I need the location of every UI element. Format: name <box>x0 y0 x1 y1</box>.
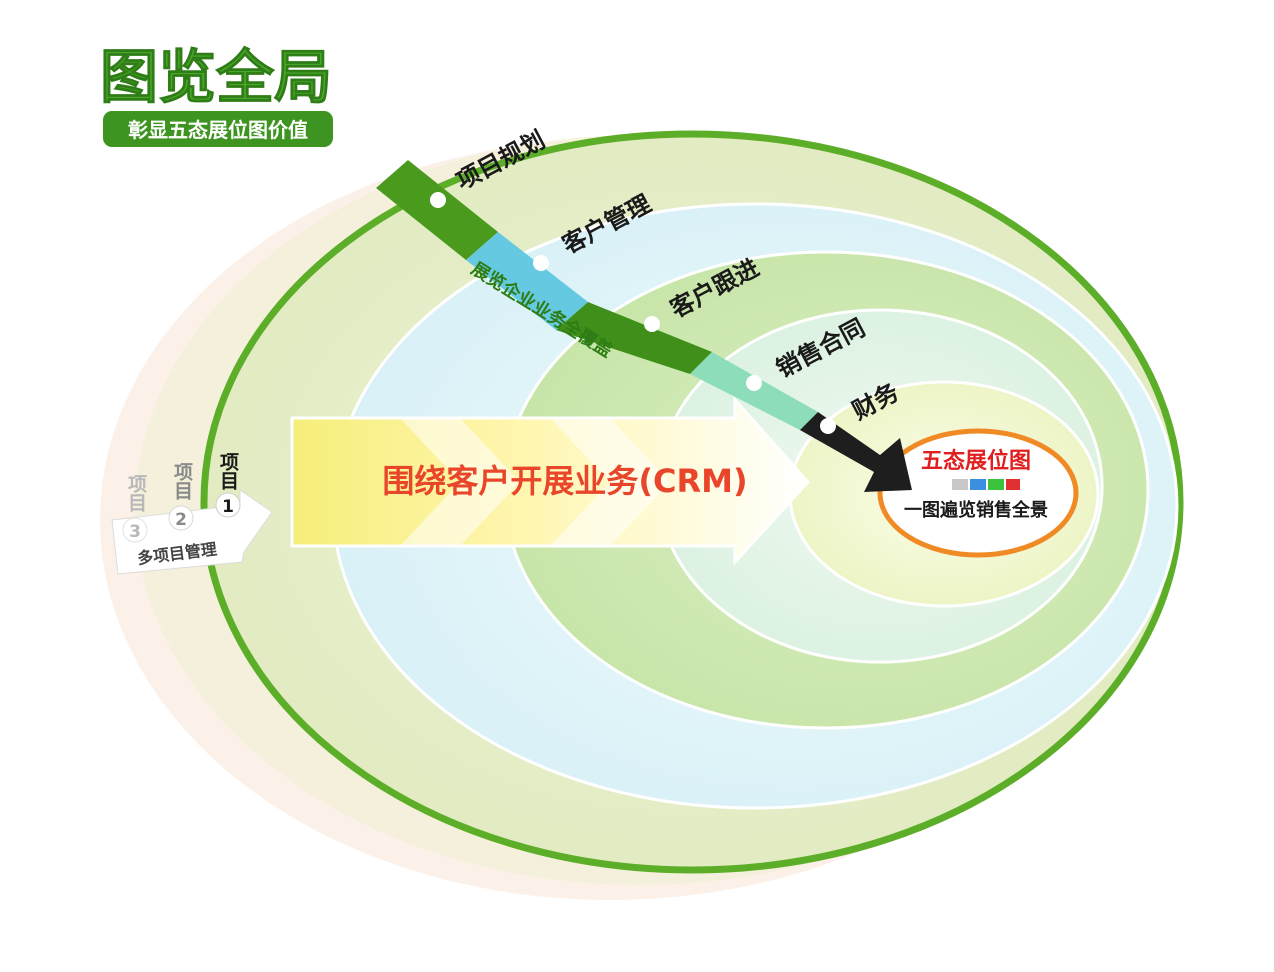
project-1-number: 1 <box>222 497 234 517</box>
project-3-label: 项目 <box>125 474 147 512</box>
project-1-label: 项目 <box>217 452 239 490</box>
page-title: 图览全局 <box>100 43 332 111</box>
project-2: 项目 2 <box>168 462 194 531</box>
booth-map-core: 五态展位图 一图遍览销售全景 <box>904 448 1048 521</box>
band-segment-planning <box>376 160 498 260</box>
stage-band <box>376 160 912 492</box>
status-swatch-green <box>988 479 1004 490</box>
status-swatch-red <box>1006 479 1020 490</box>
status-swatches <box>952 479 1020 490</box>
project-3: 项目 3 <box>122 474 148 543</box>
stage-dot-customer <box>533 255 549 271</box>
page-subtitle: 彰显五态展位图价值 <box>128 118 308 142</box>
status-swatch-grey <box>952 479 968 490</box>
stage-dot-contract <box>746 375 762 391</box>
crm-chevron-2 <box>550 418 670 546</box>
status-swatch-blue <box>970 479 986 490</box>
project-2-number: 2 <box>175 510 187 530</box>
header: 图览全局 彰显五态展位图价值 <box>100 43 333 147</box>
booth-map-subtitle: 一图遍览销售全景 <box>904 499 1048 521</box>
subtitle-badge <box>103 111 333 147</box>
project-2-label: 项目 <box>171 462 193 500</box>
stage-dot-finance <box>820 418 836 434</box>
stage-dot-planning <box>430 192 446 208</box>
project-2-badge <box>168 505 194 531</box>
project-1: 项目 1 <box>215 452 241 518</box>
booth-map-title: 五态展位图 <box>921 448 1031 474</box>
crm-arrow-body <box>290 396 811 566</box>
stage-dot-followup <box>644 316 660 332</box>
band-segment-customer <box>466 232 588 330</box>
crm-label: 围绕客户开展业务(CRM) <box>382 462 747 500</box>
multi-project-stack: 项目 1 项目 2 项目 3 多项目管理 <box>111 452 273 575</box>
project-3-number: 3 <box>129 522 141 542</box>
project-1-badge <box>215 492 241 518</box>
booth-map-ring <box>877 428 1079 558</box>
crm-arrow: 围绕客户开展业务(CRM) <box>290 396 811 566</box>
project-3-badge <box>122 517 148 543</box>
band-segment-followup <box>556 302 712 374</box>
crm-chevron-1 <box>400 418 520 546</box>
